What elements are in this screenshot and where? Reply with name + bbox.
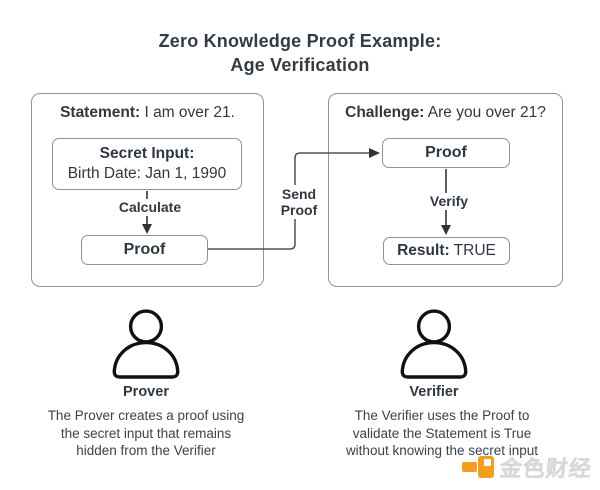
prover-proof-box: Proof (81, 235, 208, 265)
challenge-label: Challenge: (345, 104, 425, 121)
challenge-text: Challenge: Are you over 21? (328, 102, 563, 123)
prover-person-icon (112, 309, 180, 379)
result-value: TRUE (449, 242, 496, 259)
result-text: Result: TRUE (397, 242, 496, 260)
send-proof-line-1: Send (281, 186, 317, 202)
prover-description-line: hidden from the Verifier (76, 443, 216, 458)
result-label: Result: (397, 242, 450, 259)
secret-input-value: Birth Date: Jan 1, 1990 (67, 165, 227, 182)
verify-label: Verify (420, 193, 478, 210)
verifier-proof-box: Proof (382, 138, 510, 168)
result-box: Result: TRUE (383, 237, 510, 265)
secret-input-label: Secret Input: (99, 145, 195, 162)
title-line-2: Age Verification (230, 55, 370, 75)
prover-description-line: the secret input that remains (60, 425, 232, 441)
verifier-description-line: The Verifier uses the Proof to (354, 408, 530, 423)
prover-proof-label: Proof (123, 241, 166, 258)
jinse-logo-icon (461, 455, 496, 480)
prover-description: The Prover creates a proof using the sec… (34, 407, 258, 460)
send-proof-line-2: Proof (280, 202, 318, 218)
jinse-finance-watermark: 金色财经 (461, 451, 594, 483)
diagram-title: Zero Knowledge Proof Example: Age Verifi… (0, 29, 600, 77)
verifier-proof-label: Proof (425, 144, 467, 161)
verifier-description-line: validate the Statement is True (352, 425, 532, 441)
send-proof-label: Send Proof (272, 185, 326, 219)
statement-label: Statement: (60, 104, 141, 121)
prover-name: Prover (123, 384, 169, 400)
statement-value: I am over 21. (140, 104, 235, 121)
verifier-name: Verifier (409, 384, 459, 400)
title-line-1: Zero Knowledge Proof Example: (158, 31, 442, 51)
verifier-description: The Verifier uses the Proof to validate … (330, 407, 554, 460)
calculate-label: Calculate (104, 199, 196, 216)
watermark-text: 金色财经 (498, 456, 594, 481)
statement-text: Statement: I am over 21. (31, 102, 264, 123)
verifier-description-line: without knowing the secret input (345, 443, 539, 458)
secret-input-box: Secret Input: Birth Date: Jan 1, 1990 (52, 138, 242, 190)
prover-description-line: The Prover creates a proof using (47, 408, 245, 423)
challenge-value: Are you over 21? (424, 104, 546, 121)
verifier-person-icon (400, 309, 468, 379)
